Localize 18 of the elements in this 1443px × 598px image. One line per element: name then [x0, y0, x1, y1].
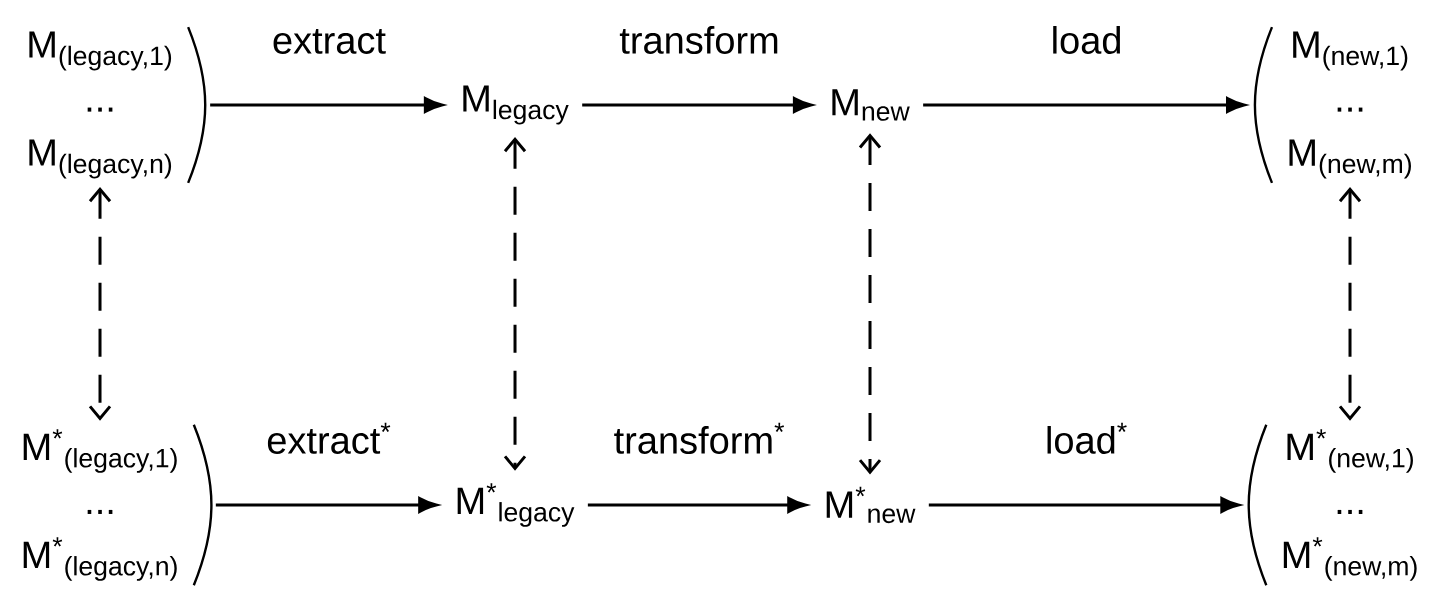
- matrix-label: M$^{*}$new: [826, 486, 916, 524]
- matrix-label: M$^{*}$legacy: [457, 483, 575, 527]
- dashed-double-arrow: [503, 136, 527, 471]
- matrix-label: M$_{new}$: [832, 89, 910, 121]
- edge-label: load$^{*}$: [1047, 422, 1127, 454]
- dashed-double-arrow: [88, 186, 112, 421]
- bracketed-list: M$^{*}$(legacy,1) ... M$^{*}$(legacy,n): [23, 424, 213, 586]
- bracketed-list: M$_{(new,1)}$ ... M$_{(new,m)}$: [1253, 26, 1411, 184]
- dashed-double-arrow: [1338, 186, 1362, 421]
- matrix-label: M$_{legacy}$: [463, 85, 569, 125]
- edge-label: transform: [619, 26, 778, 54]
- edge-label: transform$^{*}$: [614, 422, 785, 454]
- edge-label: load: [1053, 26, 1120, 54]
- bracketed-list: M$^{*}$(new,1) ... M$^{*}$(new,m): [1247, 424, 1417, 586]
- dashed-double-arrow: [858, 133, 882, 475]
- edge-label: extract$^{*}$: [267, 422, 391, 454]
- edge-label: extract: [273, 29, 386, 54]
- bracketed-list: M$_{(legacy,1)}$ ... M$_{(legacy,n)}$: [29, 26, 207, 184]
